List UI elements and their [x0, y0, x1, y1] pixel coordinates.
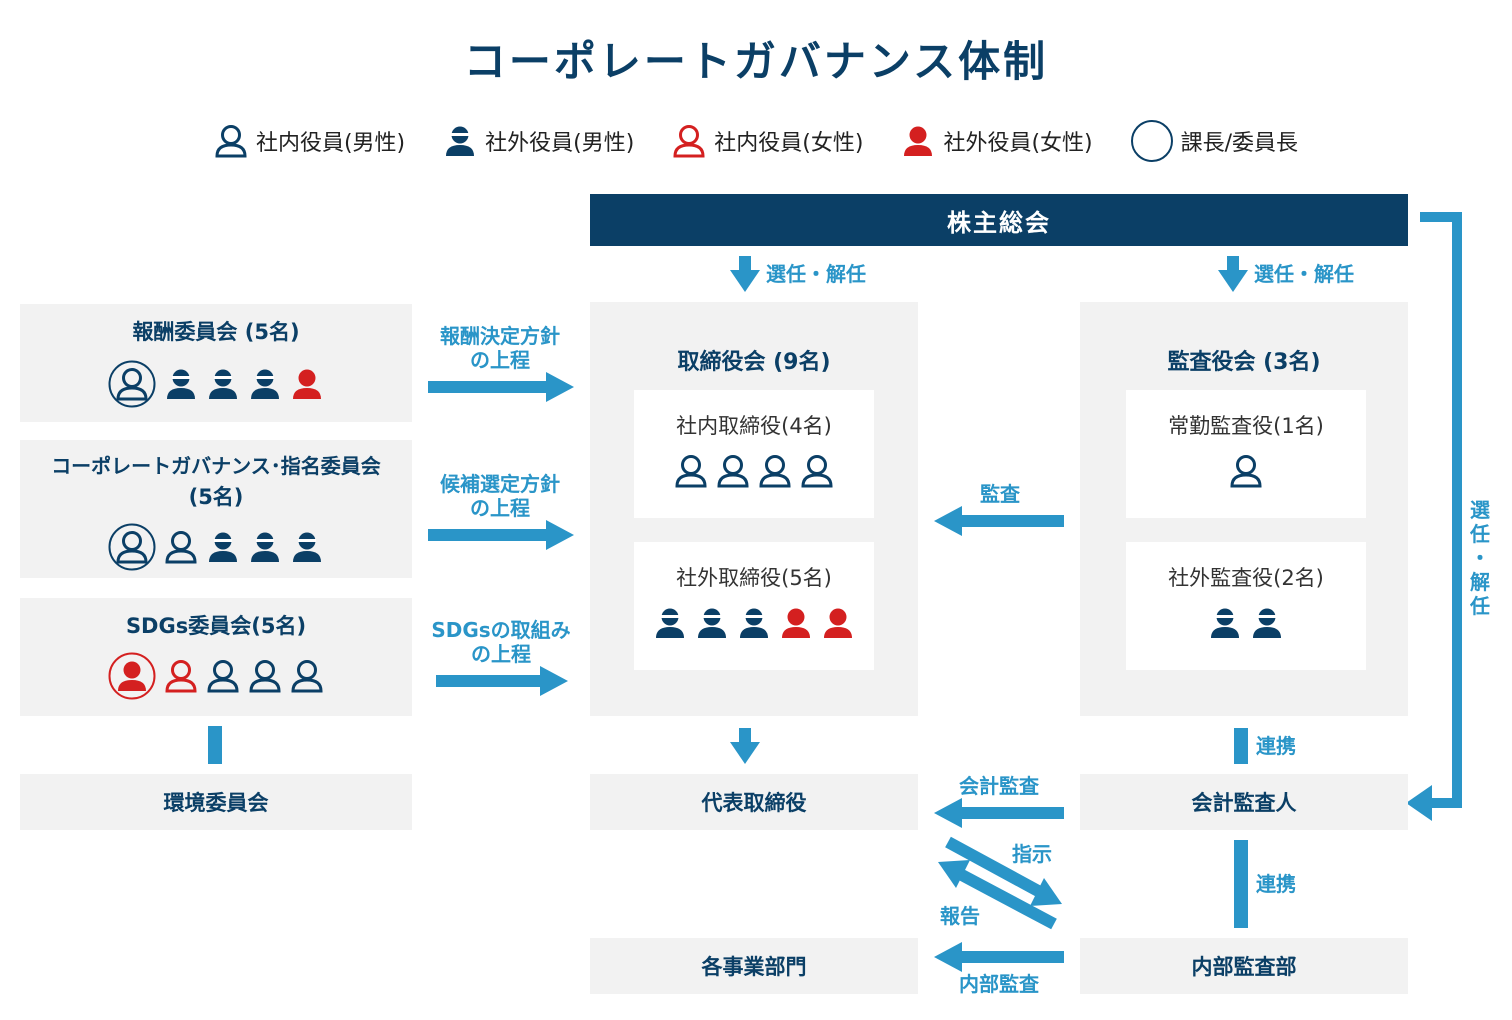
- person-solid-red-icon: [821, 606, 855, 640]
- business-units: 各事業部門: [590, 938, 918, 994]
- connector-audit-auditor: [1234, 728, 1248, 764]
- board-of-directors: 取締役会 (9名) 社内取締役(4名) 社外取締役(5名): [590, 302, 918, 716]
- sdgs-committee: SDGs委員会(5名): [20, 598, 412, 716]
- person-solid-navy-icon: [248, 367, 282, 401]
- environment-committee: 環境委員会: [20, 774, 412, 830]
- legend-item-external-male: 社外役員(男性): [443, 124, 634, 158]
- person-solid-navy-icon: [290, 530, 324, 564]
- internal-audit-department: 内部監査部: [1080, 938, 1408, 994]
- bracket-line-bottom: [1428, 798, 1462, 808]
- audit-and-supervisory-board: 監査役会 (3名) 常勤監査役(1名) 社外監査役(2名): [1080, 302, 1408, 716]
- arrow-down-icon: [730, 728, 760, 764]
- arrow-right-icon: [436, 666, 568, 696]
- instruction-label: 指示: [1012, 842, 1052, 866]
- connector-auditor-internal: [1234, 840, 1248, 928]
- governance-nomination-committee: コーポレートガバナンス･指名委員会 (5名): [20, 440, 412, 578]
- elect-dismiss-label-audit: 選任・解任: [1254, 262, 1354, 286]
- member-icons: [1126, 606, 1366, 640]
- legend: 社内役員(男性) 社外役員(男性) 社内役員(女性) 社外役員(女性) 課長/委…: [0, 120, 1512, 162]
- elect-dismiss-label-board: 選任・解任: [766, 262, 866, 286]
- external-directors: 社外取締役(5名): [634, 542, 874, 670]
- chair-person-outline-navy-icon: [108, 523, 156, 571]
- person-outline-red-icon: [672, 124, 706, 158]
- person-outline-navy-icon: [206, 659, 240, 693]
- internal-directors: 社内取締役(4名): [634, 390, 874, 518]
- bracket-line-top: [1420, 212, 1462, 222]
- diagonal-arrows: [938, 836, 1062, 930]
- member-icons: [20, 360, 412, 408]
- accounting-auditor: 会計監査人: [1080, 774, 1408, 830]
- person-solid-navy-icon: [695, 606, 729, 640]
- legend-item-external-female: 社外役員(女性): [901, 124, 1093, 158]
- sdgs-policy-label: SDGsの取組みの上程: [431, 618, 571, 666]
- bracket-line-vertical: [1452, 212, 1462, 808]
- person-outline-red-icon: [164, 659, 198, 693]
- person-solid-navy-icon: [206, 367, 240, 401]
- person-solid-red-icon: [290, 367, 324, 401]
- audit-label: 監査: [980, 482, 1020, 506]
- external-auditors: 社外監査役(2名): [1126, 542, 1366, 670]
- person-outline-navy-icon: [1229, 454, 1263, 488]
- circle-icon: [1130, 120, 1173, 162]
- member-icons: [634, 454, 874, 488]
- member-icons: [20, 652, 412, 700]
- representative-director: 代表取締役: [590, 774, 918, 830]
- accounting-audit-label: 会計監査: [959, 774, 1039, 798]
- person-solid-navy-icon: [206, 530, 240, 564]
- person-solid-navy-icon: [1250, 606, 1284, 640]
- arrow-left-icon: [934, 506, 1064, 536]
- person-solid-navy-icon: [737, 606, 771, 640]
- legend-item-internal-female: 社内役員(女性): [672, 124, 863, 158]
- fulltime-auditor: 常勤監査役(1名): [1126, 390, 1366, 518]
- remuneration-committee: 報酬委員会 (5名): [20, 304, 412, 422]
- person-outline-navy-icon: [674, 454, 708, 488]
- instruction-arrow-icon: [945, 836, 1062, 906]
- chair-person-outline-navy-icon: [108, 360, 156, 408]
- connector-sdgs-environment: [208, 726, 222, 764]
- person-outline-navy-icon: [164, 530, 198, 564]
- person-solid-navy-icon: [1208, 606, 1242, 640]
- person-solid-navy-icon: [443, 124, 477, 158]
- person-outline-navy-icon: [800, 454, 834, 488]
- arrow-left-icon: [934, 942, 1064, 972]
- arrow-down-icon: [1218, 256, 1248, 292]
- person-outline-navy-icon: [758, 454, 792, 488]
- remuneration-policy-label: 報酬決定方針の上程: [440, 324, 560, 372]
- report-label: 報告: [940, 904, 980, 928]
- person-outline-navy-icon: [214, 124, 248, 158]
- person-outline-navy-icon: [716, 454, 750, 488]
- page-title: コーポレートガバナンス体制: [463, 37, 1049, 86]
- person-solid-navy-icon: [248, 530, 282, 564]
- cooperation-label-2: 連携: [1256, 872, 1296, 896]
- person-solid-navy-icon: [164, 367, 198, 401]
- person-outline-navy-icon: [248, 659, 282, 693]
- legend-item-internal-male: 社内役員(男性): [214, 124, 405, 158]
- person-solid-red-icon: [779, 606, 813, 640]
- legend-item-chair: 課長/委員長: [1130, 120, 1298, 162]
- member-icons: [20, 523, 412, 571]
- arrow-right-icon: [428, 372, 574, 402]
- cooperation-label: 連携: [1256, 734, 1296, 758]
- arrow-head-left-icon: [1406, 785, 1432, 821]
- arrow-left-icon: [934, 798, 1064, 828]
- arrow-down-icon: [730, 256, 760, 292]
- person-solid-navy-icon: [653, 606, 687, 640]
- report-arrow-icon: [938, 860, 1057, 930]
- member-icons: [1126, 454, 1366, 488]
- chair-person-solid-red-icon: [108, 652, 156, 700]
- member-icons: [634, 606, 874, 640]
- person-outline-navy-icon: [290, 659, 324, 693]
- shareholders-meeting: 株主総会: [590, 194, 1408, 246]
- internal-audit-label: 内部監査: [959, 972, 1039, 996]
- arrow-right-icon: [428, 520, 574, 550]
- candidate-policy-label: 候補選定方針の上程: [440, 472, 560, 520]
- person-solid-red-icon: [901, 124, 935, 158]
- vertical-elect-label: 選 任 ・ 解 任: [1470, 498, 1490, 618]
